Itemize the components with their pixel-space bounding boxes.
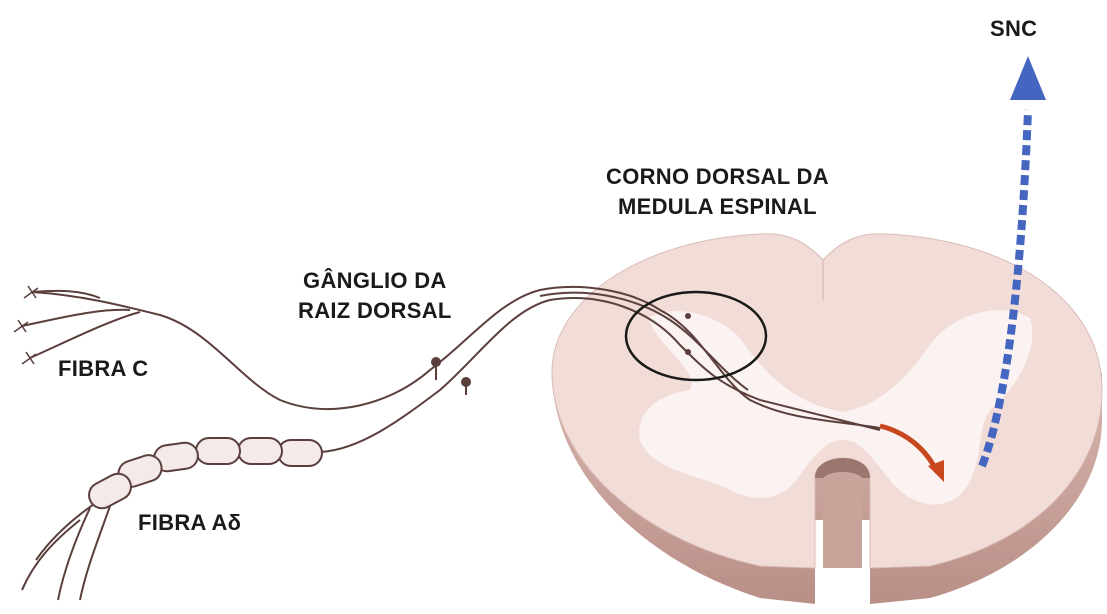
label-ganglion-line2: RAIZ DORSAL — [298, 298, 452, 323]
ganglion-cells — [431, 357, 471, 395]
synapse-terminals — [685, 313, 691, 355]
fibra-c-branch-marks — [13, 285, 39, 365]
gray-matter — [639, 310, 1033, 505]
dorsal-horn-highlight-circle — [624, 290, 768, 382]
red-arrow — [879, 423, 944, 482]
fibra-c-terminal — [539, 291, 749, 391]
ventral-fissure — [815, 458, 870, 478]
label-dorsal-horn-line2: MEDULA ESPINAL — [617, 194, 817, 219]
label-dorsal-horn-line1: CORNO DORSAL DA — [606, 164, 829, 189]
label-fibra-c: FIBRA C — [58, 356, 149, 381]
label-ganglion-line1: GÂNGLIO DA — [303, 268, 447, 293]
label-snc: SNC — [990, 16, 1038, 41]
blue-arrow-to-snc — [978, 56, 1046, 468]
label-dorsal-horn: CORNO DORSAL DA MEDULA ESPINAL — [606, 162, 829, 222]
myelin-sheath — [88, 437, 323, 510]
label-fibra-adelta: FIBRA Aδ — [138, 510, 242, 535]
fibra-adelta-fiber — [21, 297, 881, 601]
label-ganglion: GÂNGLIO DA RAIZ DORSAL — [298, 266, 452, 326]
